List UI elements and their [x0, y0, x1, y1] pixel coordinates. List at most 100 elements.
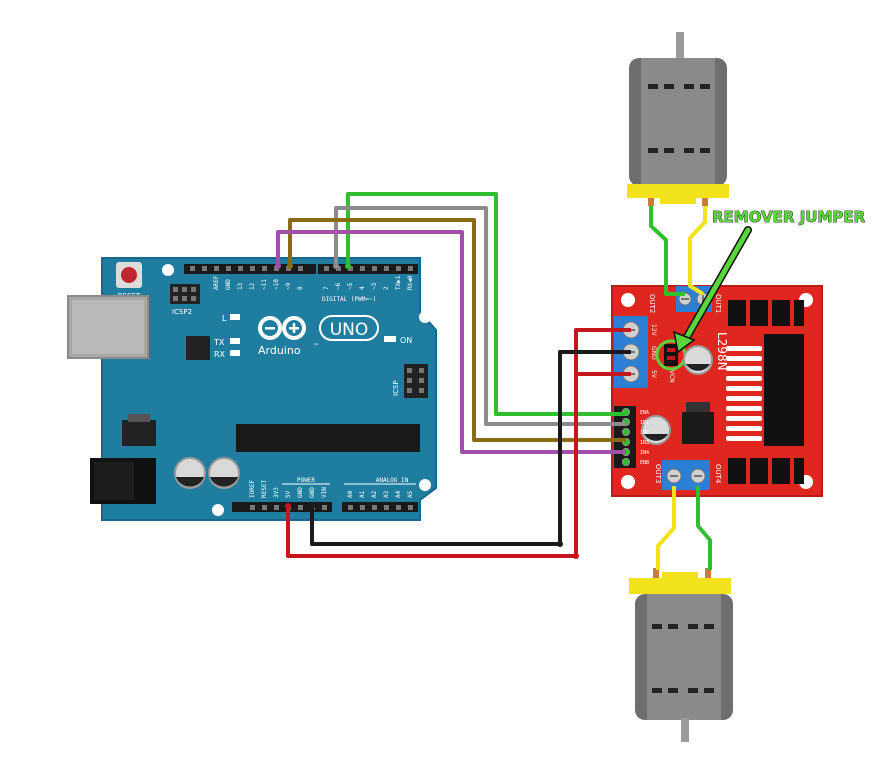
wire-grey: [334, 206, 626, 426]
power-pin-label: 5V: [285, 490, 292, 498]
motor-top-terminal: [702, 198, 708, 206]
control-pin: [622, 458, 630, 466]
v5-label: 5V: [650, 370, 657, 379]
wire-motor-top-yellow: [688, 206, 707, 296]
annotation-arrow: [681, 227, 751, 345]
header-pin: [298, 505, 303, 510]
mounting-hole: [419, 479, 431, 491]
header-pin: [214, 266, 219, 271]
voltage-regulator: [122, 420, 156, 446]
digital-pin-label: ~9: [285, 282, 292, 290]
wire-motor-bottom-green: [696, 486, 712, 570]
wire-brown: [288, 218, 626, 442]
wire-motor-top-green: [649, 206, 685, 296]
arduino-pcb: [101, 257, 437, 521]
power-pin-label: GND: [297, 487, 304, 498]
uno-badge: [319, 315, 379, 341]
digital-pin-label: ~3: [371, 282, 378, 290]
header-pin: [384, 505, 389, 510]
header-pin: [238, 266, 243, 271]
header-pin: [274, 505, 279, 510]
digital-pin-label: ~6: [335, 282, 342, 290]
power-pin-label: IOREF: [249, 480, 256, 498]
power-pin-label: GND: [309, 487, 316, 498]
motor-top-terminal: [648, 198, 654, 206]
motor-bottom: [629, 568, 733, 742]
mounting-hole: [621, 293, 635, 307]
control-pin-label: IN4: [640, 450, 649, 456]
analog-pin-label: A3: [383, 490, 390, 498]
led-l-label: L: [222, 314, 227, 323]
analog-header: [342, 502, 418, 512]
icsp-header: [404, 364, 428, 398]
analog-pin-label: A1: [359, 490, 366, 498]
header-pin: [408, 266, 413, 271]
header-pin: [226, 266, 231, 271]
digital-pin-label: TX▶1: [395, 275, 402, 290]
analog-pin-label: A4: [395, 490, 402, 498]
power-header: [232, 502, 332, 512]
power-pin-label: 3V3: [273, 487, 280, 498]
digital-pin-label: ~11: [261, 279, 268, 290]
motor-top: [627, 32, 729, 206]
wire-purple: [276, 230, 626, 454]
out2-label: OUT2: [648, 294, 656, 313]
5v-jumper[interactable]: [664, 344, 678, 366]
motor-top-shaft: [676, 32, 684, 60]
motor-top-body-center: [641, 58, 715, 186]
led-rx-label: RX: [214, 350, 226, 359]
digital-pin-label: 2: [383, 286, 390, 290]
digital-pin-label: AREF: [213, 275, 220, 290]
header-pin: [372, 505, 377, 510]
header-pin: [348, 505, 353, 510]
usb-chip: [186, 336, 210, 360]
remove-jumper-annotation: REMOVER JUMPER: [672, 208, 866, 354]
digital-pin-label: 7: [323, 286, 330, 290]
header-pin: [262, 266, 267, 271]
annotation-text: REMOVER JUMPER: [712, 208, 866, 226]
mounting-hole: [621, 475, 635, 489]
led-rx: [230, 350, 240, 356]
gnd-label: GND: [650, 346, 657, 360]
led-on: [384, 336, 396, 342]
digital-label: DIGITAL (PWM=~): [322, 296, 376, 303]
header-pin: [322, 505, 327, 510]
uno-label: UNO: [330, 320, 369, 340]
led-l: [230, 314, 240, 320]
header-pin: [396, 505, 401, 510]
atmega-chip: [236, 424, 420, 452]
digital-pin-label: 12: [249, 282, 256, 290]
header-pin: [190, 266, 195, 271]
header-pin: [250, 505, 255, 510]
digital-pin-label: GND: [225, 279, 232, 290]
mounting-hole: [212, 504, 224, 516]
control-pin: [622, 428, 630, 436]
header-pin: [202, 266, 207, 271]
control-pin-label: ENB: [640, 460, 649, 466]
motor-bottom-shaft: [681, 718, 689, 742]
header-pin: [298, 266, 303, 271]
l298n-chip: [764, 334, 788, 446]
motor-bottom-terminal: [653, 568, 659, 578]
out4-label: OUT4: [714, 464, 722, 484]
reset-button-cap[interactable]: [121, 267, 137, 283]
motor-top-endcap: [627, 184, 729, 198]
analog-label: ANALOG IN: [376, 477, 409, 484]
arduino-logo: [258, 316, 306, 340]
digital-pin-label: 4: [359, 286, 366, 290]
analog-pin-label: A0: [347, 490, 354, 498]
analog-pin-label: A5: [407, 490, 414, 498]
out1-label: OUT1: [714, 294, 722, 313]
annotation-arrowhead: [672, 330, 696, 354]
motor-bottom-endcap: [629, 578, 731, 594]
digital-pin-label: ~5: [347, 282, 354, 290]
tm-label: ™: [313, 343, 319, 350]
header-pin: [360, 266, 365, 271]
heatsink: [726, 300, 804, 484]
